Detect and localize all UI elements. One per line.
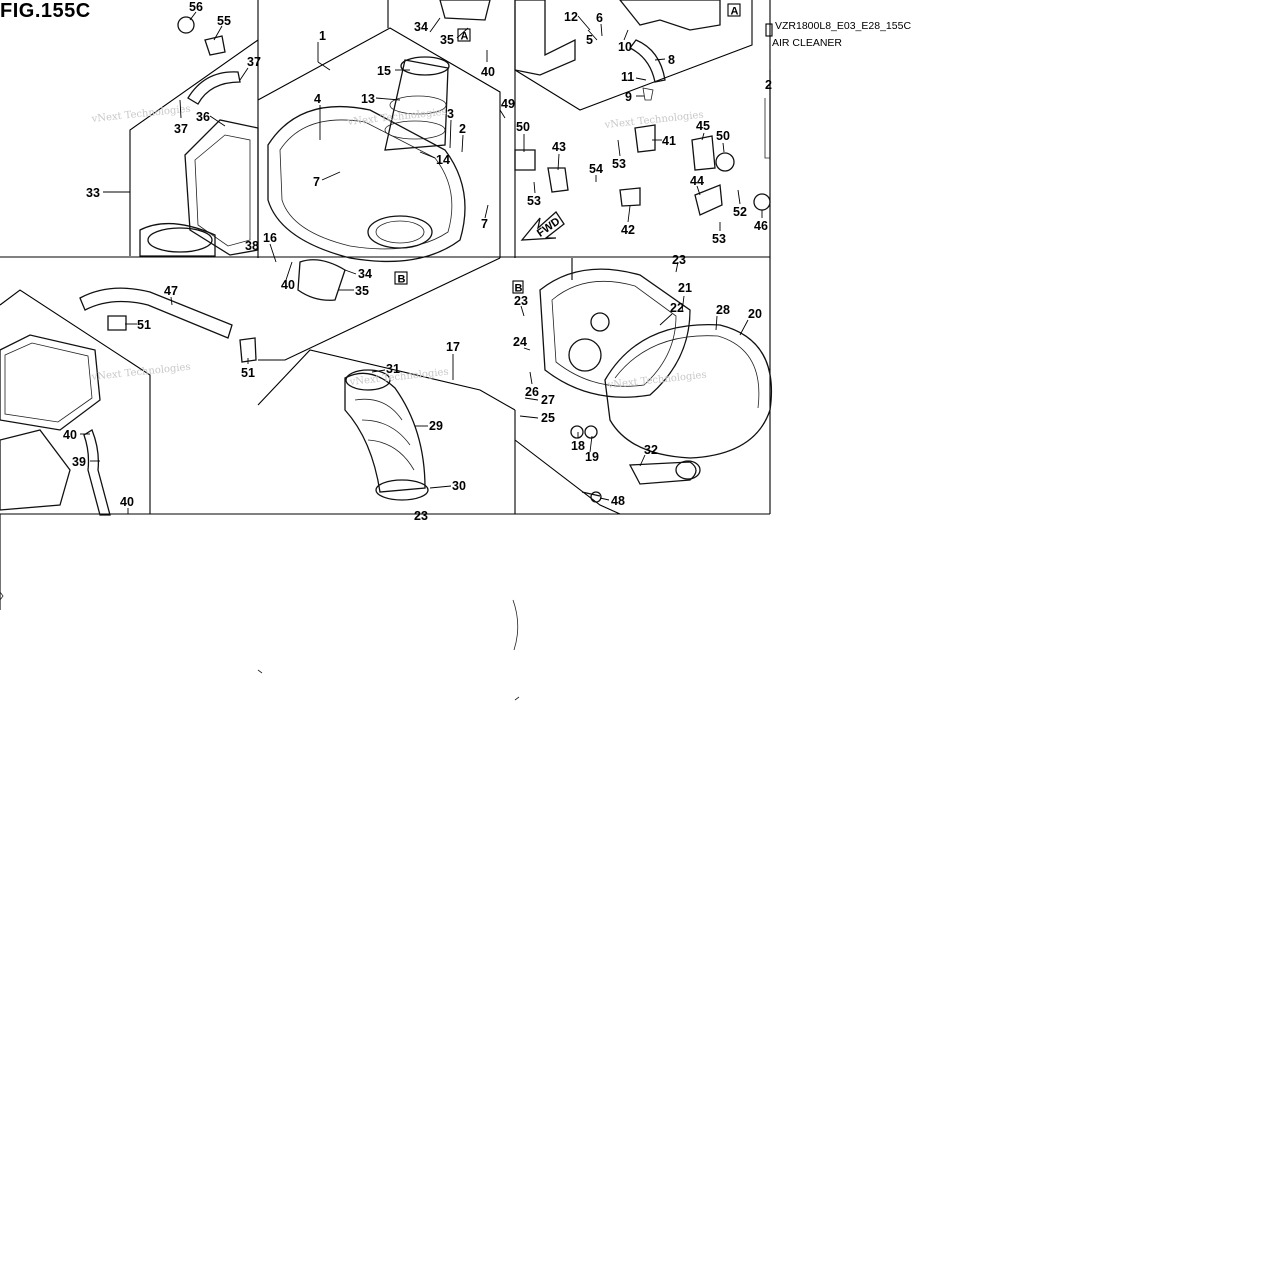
callout-24: 24 xyxy=(513,335,527,349)
callout-46: 46 xyxy=(754,219,768,233)
callout-49: 49 xyxy=(501,97,515,111)
callout-51: 51 xyxy=(137,318,151,332)
callout-37: 37 xyxy=(174,122,188,136)
callout-4: 4 xyxy=(314,92,321,106)
callout-40: 40 xyxy=(481,65,495,79)
callout-34: 34 xyxy=(358,267,372,281)
callout-40: 40 xyxy=(281,278,295,292)
callout-30: 30 xyxy=(452,479,466,493)
svg-text:B: B xyxy=(515,283,523,295)
callout-35: 35 xyxy=(440,33,454,47)
ref-box-a-top-right: A xyxy=(727,3,741,18)
callout-23: 23 xyxy=(672,253,686,267)
callout-labels: 56 55 1 37 37 36 15 4 13 3 2 49 14 7 7 3… xyxy=(63,0,772,523)
callout-22: 22 xyxy=(670,301,684,315)
callout-54: 54 xyxy=(589,162,603,176)
svg-text:vNext Technologies: vNext Technologies xyxy=(606,370,707,391)
callout-43: 43 xyxy=(552,140,566,154)
callout-42: 42 xyxy=(621,223,635,237)
callout-13: 13 xyxy=(361,92,375,106)
callout-5: 5 xyxy=(586,33,593,47)
callout-53: 53 xyxy=(527,194,541,208)
callout-45: 45 xyxy=(696,119,710,133)
callout-32: 32 xyxy=(644,443,658,457)
callout-26: 26 xyxy=(525,385,539,399)
callout-31: 31 xyxy=(386,362,400,376)
callout-44: 44 xyxy=(690,174,704,188)
fwd-direction-arrow: FWD xyxy=(520,211,565,241)
callout-11: 11 xyxy=(621,70,634,84)
callout-14: 14 xyxy=(436,153,450,167)
callout-6: 6 xyxy=(596,11,603,25)
callout-2: 2 xyxy=(765,78,772,92)
callout-51: 51 xyxy=(241,366,255,380)
callout-36: 36 xyxy=(196,110,210,124)
callout-33: 33 xyxy=(86,186,100,200)
callout-12: 12 xyxy=(564,10,578,24)
reference-boxes: A A B B xyxy=(394,3,741,295)
callout-18: 18 xyxy=(571,439,585,453)
part-drawings xyxy=(0,0,773,516)
callout-10: 10 xyxy=(618,40,632,54)
tile-frames xyxy=(0,0,771,701)
callout-50: 50 xyxy=(516,120,530,134)
callout-21: 21 xyxy=(678,281,692,295)
callout-27: 27 xyxy=(541,393,555,407)
callout-17: 17 xyxy=(446,340,460,354)
callout-29: 29 xyxy=(429,419,443,433)
callout-34: 34 xyxy=(414,20,428,34)
callout-38: 38 xyxy=(245,239,259,253)
callout-3: 3 xyxy=(447,107,454,121)
svg-text:B: B xyxy=(398,274,406,286)
callout-9: 9 xyxy=(625,90,632,104)
callout-40: 40 xyxy=(120,495,134,509)
callout-35: 35 xyxy=(355,284,369,298)
callout-7: 7 xyxy=(481,217,488,231)
callout-23: 23 xyxy=(514,294,528,308)
callout-53: 53 xyxy=(712,232,726,246)
callout-47: 47 xyxy=(164,284,178,298)
callout-39: 39 xyxy=(72,455,86,469)
callout-1: 1 xyxy=(319,29,326,43)
callout-37: 37 xyxy=(247,55,261,69)
callout-20: 20 xyxy=(748,307,762,321)
figure-caption: AIR CLEANER xyxy=(772,37,843,49)
callout-16: 16 xyxy=(263,231,277,245)
callout-55: 55 xyxy=(217,14,231,28)
callout-8: 8 xyxy=(668,53,675,67)
ref-box-b-right: B xyxy=(512,280,524,295)
partial-ref-box xyxy=(765,23,773,37)
ref-box-b-center: B xyxy=(394,271,408,286)
callout-19: 19 xyxy=(585,450,599,464)
callout-15: 15 xyxy=(377,64,391,78)
callout-56: 56 xyxy=(189,0,203,14)
leader-lines xyxy=(80,11,763,514)
callout-41: 41 xyxy=(662,134,676,148)
callout-50: 50 xyxy=(716,129,730,143)
callout-40: 40 xyxy=(63,428,77,442)
svg-text:A: A xyxy=(731,6,739,18)
callout-53: 53 xyxy=(612,157,626,171)
callout-48: 48 xyxy=(611,494,625,508)
callout-7: 7 xyxy=(313,175,320,189)
svg-text:vNext Technologies: vNext Technologies xyxy=(603,110,704,131)
callout-2: 2 xyxy=(459,122,466,136)
ref-box-a-top-left: A xyxy=(457,28,471,43)
callout-25: 25 xyxy=(541,411,555,425)
svg-text:vNext Technologies: vNext Technologies xyxy=(90,362,191,383)
figure-title: FIG.155C xyxy=(0,0,91,22)
callout-23: 23 xyxy=(414,509,428,523)
callout-52: 52 xyxy=(733,205,747,219)
svg-text:A: A xyxy=(461,31,469,43)
model-code: VZR1800L8_E03_E28_155C xyxy=(775,20,912,32)
callout-28: 28 xyxy=(716,303,730,317)
